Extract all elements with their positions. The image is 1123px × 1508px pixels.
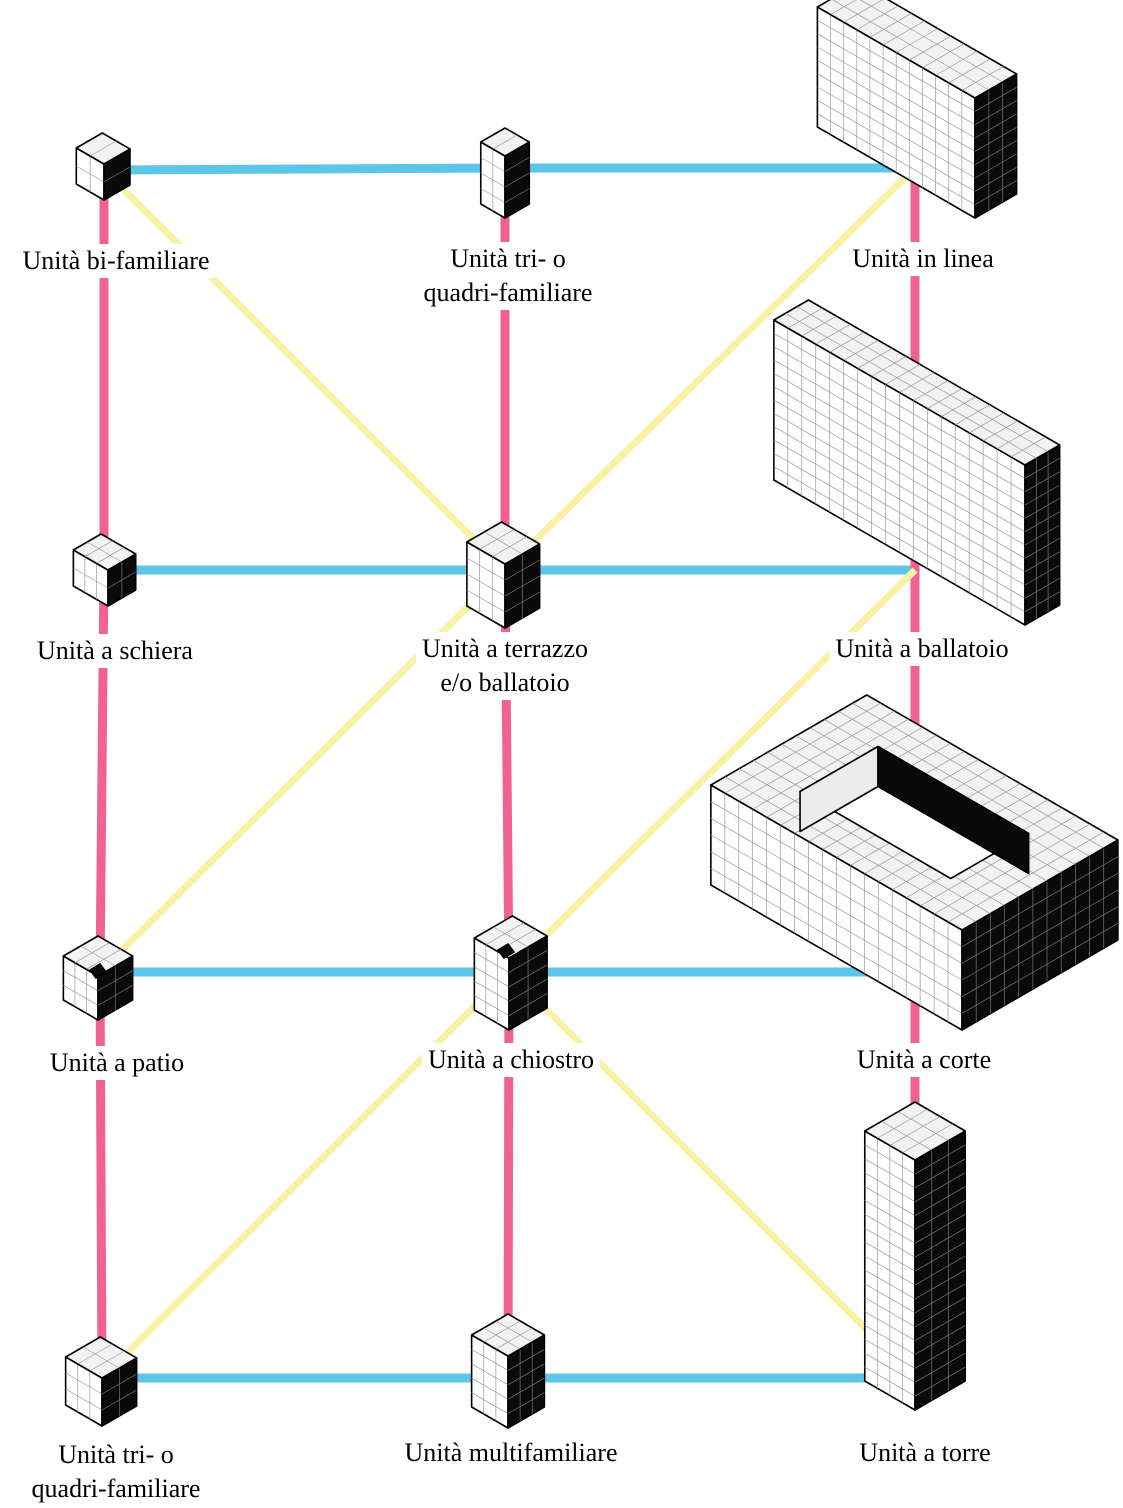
gallery-building-icon (773, 299, 1061, 626)
label-tri-quadri-top: Unità tri- o quadri-familiare (417, 242, 599, 310)
vertical-link (500, 569, 514, 973)
diagonal-link (99, 969, 512, 1381)
label-bifamiliare: Unità bi-familiare (16, 244, 216, 278)
label-corte: Unità a corte (850, 1043, 998, 1077)
horizontal-links (100, 163, 915, 1383)
label-torre: Unità a torre (853, 1436, 997, 1470)
label-schiera: Unità a schiera (31, 634, 199, 668)
label-multifamiliare: Unità multifamiliare (398, 1436, 624, 1470)
diagonal-link (101, 167, 508, 573)
cloister-block-icon (473, 915, 548, 1031)
vertical-link (95, 569, 109, 973)
horizontal-link (103, 163, 506, 175)
label-patio: Unità a patio (43, 1046, 191, 1080)
diagonal-link (502, 165, 918, 573)
label-in-linea: Unità in linea (846, 242, 1000, 276)
vertical-link (503, 971, 514, 1379)
stepped-block-icon (466, 521, 541, 629)
diagonal-link (506, 969, 918, 1381)
small-cube-icon (75, 132, 131, 201)
diagonal-link (97, 567, 508, 975)
courtyard-building-icon (710, 694, 1119, 1031)
vertical-link (95, 971, 107, 1379)
tower-building-icon (863, 1101, 967, 1411)
wide-cube-icon (64, 1336, 138, 1427)
patio-block-icon (62, 935, 134, 1021)
label-terrazzo: Unità a terrazzo e/o ballatoio (415, 632, 595, 700)
label-ballatoio: Unità a ballatoio (829, 632, 1015, 666)
slab-building-icon (816, 0, 1018, 219)
label-chiostro: Unità a chiostro (421, 1043, 601, 1077)
label-tri-quadri-bottom: Unità tri- o quadri-familiare (25, 1438, 207, 1506)
multi-block-icon (470, 1313, 546, 1429)
tall-block-icon (479, 127, 531, 219)
row-block-icon (72, 533, 137, 607)
building-icons (62, 0, 1119, 1429)
